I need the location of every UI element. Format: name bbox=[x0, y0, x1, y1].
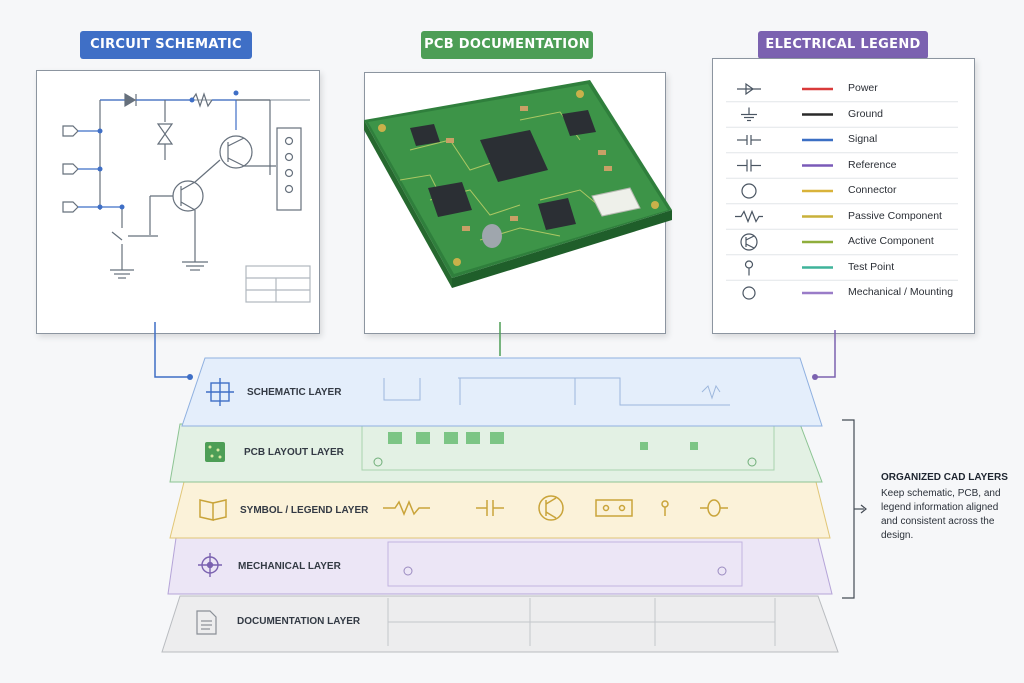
layer-stack bbox=[161, 357, 839, 653]
reference-symbol-icon bbox=[737, 159, 761, 172]
ground-symbol-icon bbox=[741, 107, 757, 122]
side-note-title: ORGANIZED CAD LAYERS bbox=[881, 472, 1008, 483]
pcb-documentation-header: PCB DOCUMENTATION bbox=[421, 31, 593, 59]
mounting-hole-icon bbox=[742, 286, 756, 300]
legend-label: Reference bbox=[848, 158, 897, 171]
document-icon bbox=[196, 610, 217, 635]
legend-label: Active Component bbox=[848, 235, 934, 247]
power-symbol-icon bbox=[737, 82, 761, 96]
legend-label: Signal bbox=[848, 133, 878, 145]
layer-label-schematic: SCHEMATIC LAYER bbox=[247, 387, 342, 398]
legend-panel bbox=[712, 58, 975, 334]
signal-symbol-icon bbox=[737, 135, 761, 145]
side-note-body: Keep schematic, PCB, and legend informat… bbox=[881, 488, 1001, 541]
legend-label: Passive Component bbox=[848, 209, 942, 222]
crosshair-icon bbox=[198, 553, 222, 577]
pcb-board-render bbox=[364, 80, 672, 288]
pcb-layer-icon bbox=[205, 442, 225, 462]
legend-label: Mechanical / Mounting bbox=[848, 286, 954, 298]
layer-label-symbol: SYMBOL / LEGEND LAYER bbox=[240, 505, 369, 516]
connector-circle-icon bbox=[741, 183, 757, 199]
symbol-row-graphics bbox=[383, 495, 728, 521]
schematic-junction-dots bbox=[97, 90, 239, 210]
test-point-icon bbox=[744, 260, 754, 276]
legend-label: Connector bbox=[848, 184, 897, 196]
layers-bracket bbox=[842, 419, 867, 599]
legend-label: Test Point bbox=[848, 260, 895, 273]
resistor-symbol-icon bbox=[735, 209, 763, 224]
layer-label-documentation: DOCUMENTATION LAYER bbox=[237, 616, 361, 627]
book-icon bbox=[199, 499, 227, 521]
legend-label: Power bbox=[848, 82, 878, 94]
circuit-schematic-drawing bbox=[62, 92, 311, 303]
legend-connector-line bbox=[815, 330, 836, 378]
legend-label: Ground bbox=[848, 107, 884, 120]
legend-rows bbox=[726, 82, 958, 300]
layer-label-pcb: PCB LAYOUT LAYER bbox=[244, 447, 344, 458]
circuit-schematic-header: CIRCUIT SCHEMATIC bbox=[80, 31, 252, 59]
schematic-layer-icon bbox=[206, 378, 234, 406]
schematic-connector-line bbox=[154, 322, 190, 378]
layer-label-mechanical: MECHANICAL LAYER bbox=[238, 561, 341, 572]
electrical-legend-header: ELECTRICAL LEGEND bbox=[758, 31, 928, 59]
transistor-symbol-icon bbox=[740, 233, 758, 251]
